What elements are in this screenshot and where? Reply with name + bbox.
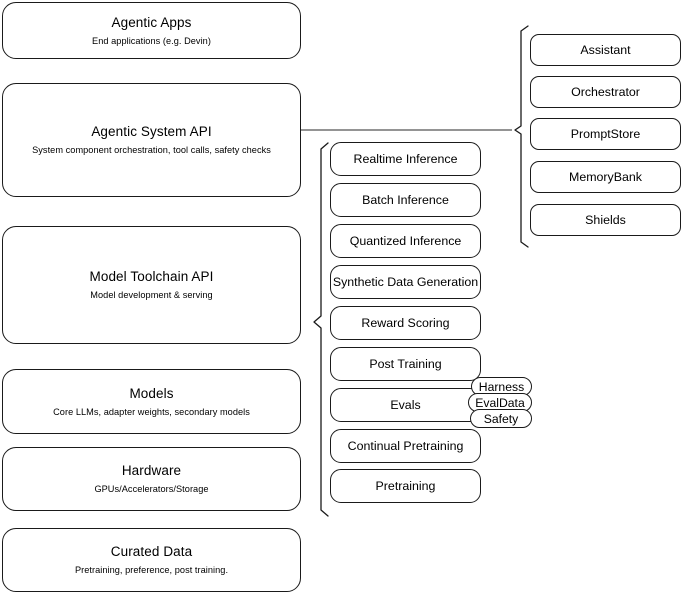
capability-label: Pretraining bbox=[375, 478, 436, 493]
layer-model-toolchain-api[interactable]: Model Toolchain API Model development & … bbox=[2, 226, 301, 344]
brace-system-components bbox=[514, 25, 529, 248]
brace-toolchain-capabilities bbox=[313, 142, 329, 517]
evals-tag-label: Harness bbox=[478, 379, 525, 394]
capability-pretraining[interactable]: Pretraining bbox=[330, 469, 481, 503]
layer-title: Hardware bbox=[121, 463, 182, 478]
capability-batch-inference[interactable]: Batch Inference bbox=[330, 183, 481, 217]
layer-agentic-apps[interactable]: Agentic Apps End applications (e.g. Devi… bbox=[2, 2, 301, 59]
capability-synthetic-data-generation[interactable]: Synthetic Data Generation bbox=[330, 265, 481, 299]
evals-tag-label: EvalData bbox=[475, 395, 525, 410]
component-label: Shields bbox=[585, 212, 626, 227]
capability-label: Reward Scoring bbox=[361, 315, 450, 330]
component-label: PromptStore bbox=[570, 126, 641, 141]
layer-title: Agentic System API bbox=[91, 124, 212, 139]
component-promptstore[interactable]: PromptStore bbox=[530, 118, 681, 150]
component-memorybank[interactable]: MemoryBank bbox=[530, 161, 681, 193]
capability-label: Synthetic Data Generation bbox=[332, 274, 479, 289]
evals-tag-label: Safety bbox=[483, 411, 519, 426]
layer-title: Curated Data bbox=[110, 544, 193, 559]
layer-subtitle: Core LLMs, adapter weights, secondary mo… bbox=[53, 406, 250, 417]
component-label: Orchestrator bbox=[571, 84, 640, 99]
layer-hardware[interactable]: Hardware GPUs/Accelerators/Storage bbox=[2, 447, 301, 511]
layer-subtitle: Model development & serving bbox=[90, 290, 213, 300]
layer-subtitle: Pretraining, preference, post training. bbox=[74, 565, 229, 575]
capability-label: Realtime Inference bbox=[353, 151, 458, 166]
layer-agentic-system-api[interactable]: Agentic System API System component orch… bbox=[2, 83, 301, 197]
layer-title: Model Toolchain API bbox=[89, 269, 214, 284]
capability-realtime-inference[interactable]: Realtime Inference bbox=[330, 142, 481, 176]
capability-quantized-inference[interactable]: Quantized Inference bbox=[330, 224, 481, 258]
capability-label: Batch Inference bbox=[362, 192, 449, 207]
layer-subtitle: End applications (e.g. Devin) bbox=[92, 35, 211, 46]
component-assistant[interactable]: Assistant bbox=[530, 34, 681, 66]
capability-label: Post Training bbox=[369, 356, 442, 371]
component-label: Assistant bbox=[580, 42, 631, 57]
capability-post-training[interactable]: Post Training bbox=[330, 347, 481, 381]
component-shields[interactable]: Shields bbox=[530, 204, 681, 236]
layer-title: Agentic Apps bbox=[111, 14, 192, 30]
capability-continual-pretraining[interactable]: Continual Pretraining bbox=[330, 429, 481, 463]
capability-label: Continual Pretraining bbox=[347, 438, 464, 453]
layer-title: Models bbox=[129, 385, 174, 401]
capability-evals[interactable]: Evals bbox=[330, 388, 481, 422]
capability-reward-scoring[interactable]: Reward Scoring bbox=[330, 306, 481, 340]
layer-subtitle: System component orchestration, tool cal… bbox=[32, 145, 271, 155]
component-orchestrator[interactable]: Orchestrator bbox=[530, 76, 681, 108]
capability-label: Evals bbox=[390, 397, 421, 412]
component-label: MemoryBank bbox=[569, 169, 642, 184]
evals-tag-safety[interactable]: Safety bbox=[470, 409, 532, 428]
layer-curated-data[interactable]: Curated Data Pretraining, preference, po… bbox=[2, 528, 301, 592]
layer-models[interactable]: Models Core LLMs, adapter weights, secon… bbox=[2, 369, 301, 434]
layer-subtitle: GPUs/Accelerators/Storage bbox=[94, 484, 209, 494]
capability-label: Quantized Inference bbox=[349, 233, 462, 248]
